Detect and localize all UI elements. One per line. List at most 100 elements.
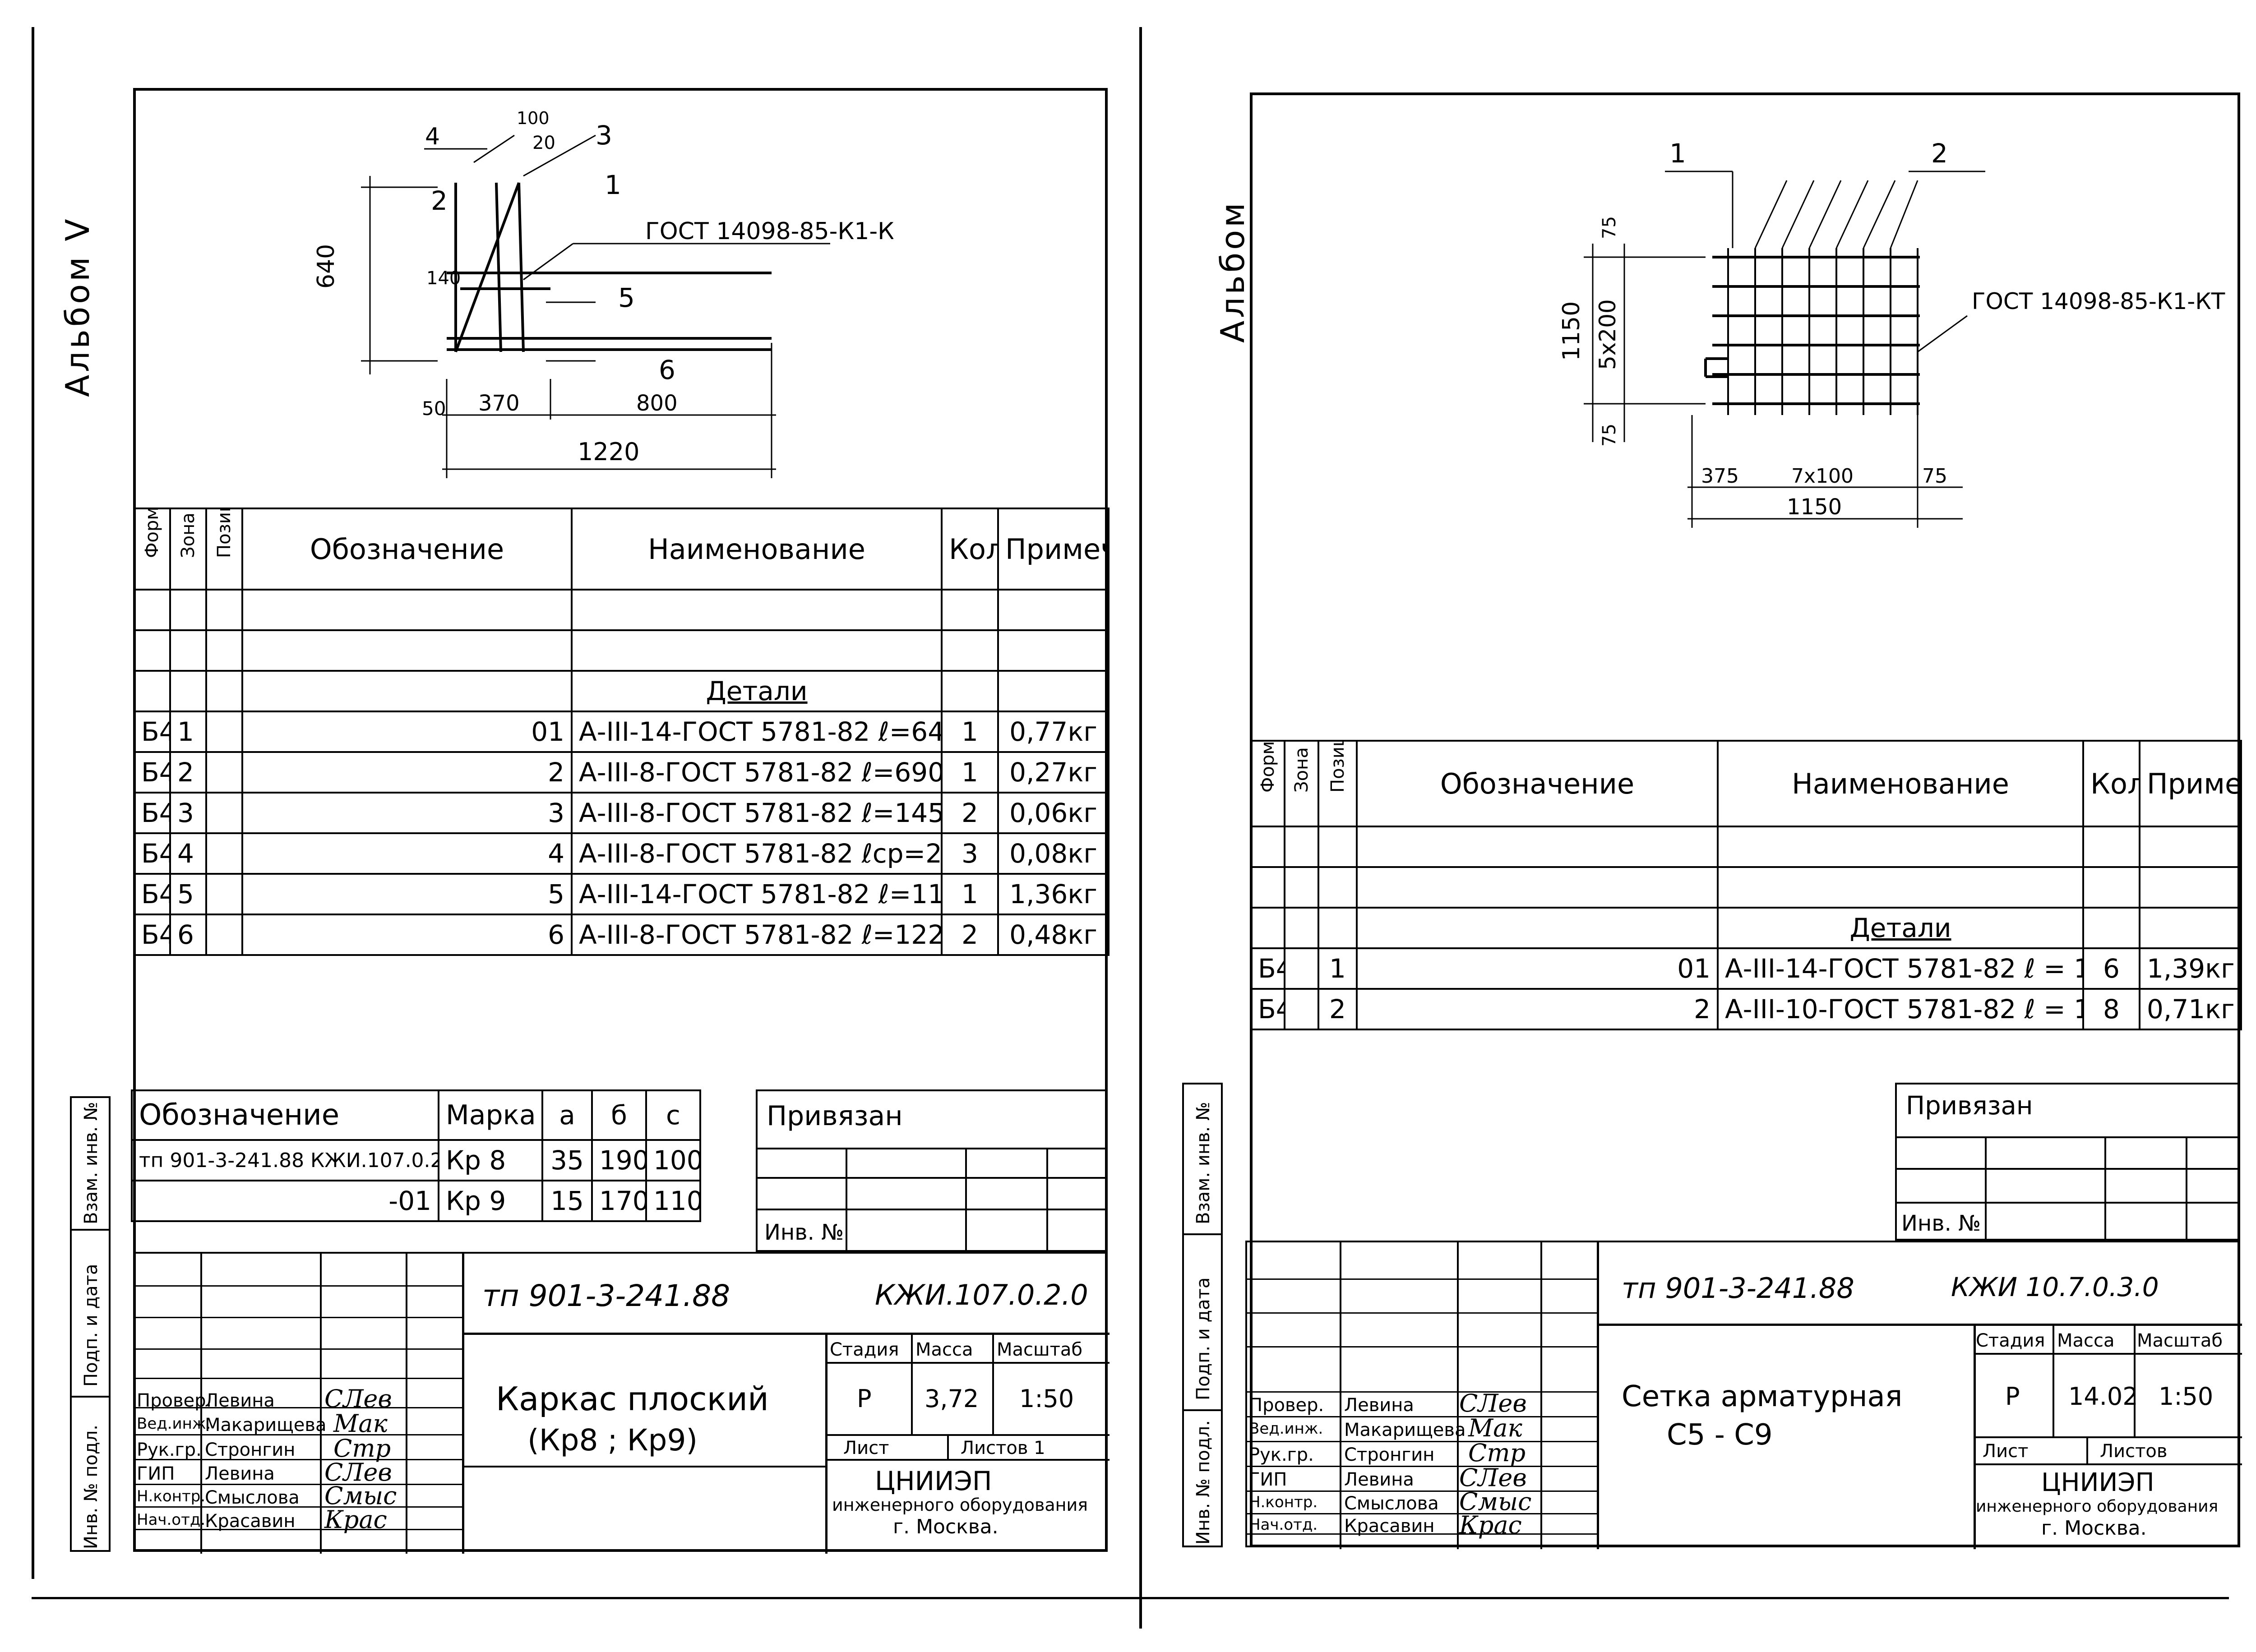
role-nkontr: Н.контр. (137, 1487, 206, 1505)
sig-prover: СЛев (324, 1384, 392, 1413)
dim-75-bottom: 75 (1599, 424, 1620, 447)
mass-label: Масса (915, 1339, 973, 1360)
table-row: Б42 2А-III-8-ГОСТ 5781-82 ℓ=690 10,27кг (133, 751, 1110, 794)
org-line-3: г. Москва. (893, 1515, 999, 1538)
right-spec-table: Формат Зона Позиц Обозначение Наименован… (1250, 740, 2242, 1030)
name-prover: Левина (1344, 1395, 1414, 1416)
stage-value: Р (857, 1384, 872, 1413)
hdr-designation: Обозначение (1356, 740, 1719, 827)
stamp-project: тп 901-3-241.88 (482, 1278, 730, 1313)
privyazan-label: Привязан (767, 1100, 903, 1132)
hdr-note: Примеч. (997, 508, 1110, 591)
table-row: тп 901-3-241.88 КЖИ.107.0.2.0 Кр 8 35 19… (131, 1139, 701, 1181)
org-line-2: инженерного оборудования (832, 1495, 1088, 1515)
side-label-vzam: Взам. инв. № (1193, 1102, 1214, 1224)
name-ved: Макарищева (1344, 1420, 1466, 1440)
spec-header-row: Формат Зона Позиц Обозначение Наименован… (1250, 740, 2242, 827)
name-nach: Красавин (1344, 1516, 1435, 1537)
sig-ruk: Стр (333, 1434, 391, 1463)
sheet-label: Лист (843, 1438, 889, 1458)
right-side-strip: Взам. инв. № Подп. и дата Инв. № подл. (1182, 1083, 1223, 1547)
section-row: Детали (133, 670, 1110, 712)
callout-20: 20 (532, 133, 555, 153)
name-ruk: Стронгин (205, 1440, 296, 1460)
section-title: Детали (1717, 907, 2084, 949)
hdr-format: Формат (142, 508, 162, 558)
left-frame-drawing: 4 100 20 3 2 1 ГОСТ 14098-85-К1-КТ 5 6 6… (313, 108, 893, 478)
hdr-note: Примеч (2139, 740, 2242, 827)
callout-2: 2 (431, 185, 448, 216)
stamp-title-1: Каркас плоский (496, 1380, 769, 1418)
sig-nkontr: Смыс (324, 1481, 397, 1510)
stamp-title-1: Сетка арматурная (1622, 1380, 1903, 1413)
scale-label: Масштаб (997, 1339, 1083, 1360)
hdr-pos: Позиц (214, 508, 235, 558)
sheets-label: Листов 1 (961, 1438, 1045, 1458)
hdr-format: Формат (1257, 741, 1278, 793)
side-label-podp: Подп. и дата (1193, 1277, 1214, 1400)
left-marks-table: Обозначение Марка а б с тп 901-3-241.88 … (131, 1089, 701, 1222)
hdr-zone: Зона (1291, 747, 1312, 793)
frame-bar-2b (518, 182, 525, 352)
left-outer-line (32, 27, 34, 1579)
dim-800: 800 (636, 391, 678, 416)
scale-value: 1:50 (2159, 1382, 2214, 1411)
left-album-label: Альбом V (59, 216, 97, 397)
name-prover: Левина (205, 1390, 275, 1411)
hdr-zone: Зона (178, 512, 199, 558)
marks-hdr-c: с (645, 1089, 701, 1141)
scale-label: Масштаб (2137, 1330, 2223, 1351)
section-row: Детали (1250, 907, 2242, 949)
table-row: Б46 6А-III-8-ГОСТ 5781-82 ℓ=1220 20,48кг (133, 914, 1110, 956)
side-label-podp: Подп. и дата (81, 1264, 102, 1387)
callout-100: 100 (517, 108, 550, 128)
side-label-inv: Инв. № подл. (1193, 1420, 1214, 1545)
name-ruk: Стронгин (1344, 1444, 1435, 1465)
side-label-inv: Инв. № подл. (81, 1425, 102, 1549)
spec-header-row: Формат Зона Позиц Обозначение Наименован… (133, 508, 1110, 591)
table-row: Б41 01А-III-14-ГОСТ 5781-82 ℓ=640 10,77к… (133, 711, 1110, 753)
marks-hdr-designation: Обозначение (131, 1089, 439, 1141)
role-ruk: Рук.гр. (137, 1440, 202, 1460)
hdr-qty: Кол. (941, 508, 999, 591)
sheets-label: Листов (2100, 1441, 2168, 1462)
name-ved: Макарищева (205, 1415, 327, 1435)
role-nach: Нач.отд. (1249, 1516, 1318, 1534)
marks-hdr-a: а (541, 1089, 593, 1141)
hdr-name: Наименование (571, 508, 943, 591)
dim-1150-h: 1150 (1787, 494, 1842, 520)
role-nkontr: Н.контр. (1249, 1493, 1318, 1511)
callout-1: 1 (605, 170, 621, 200)
sig-ved: Мак (333, 1409, 388, 1438)
role-ved: Вед.инж. (1249, 1420, 1323, 1438)
sig-gip: СЛев (324, 1458, 392, 1486)
dim-5x200: 5x200 (1595, 299, 1621, 370)
dim-50: 50 (422, 397, 446, 420)
marks-hdr-b: б (591, 1089, 647, 1141)
dim-1150-v: 1150 (1558, 301, 1585, 361)
right-title-block: Провер. Левина СЛев Вед.инж. Макарищева … (1245, 1241, 2242, 1549)
stage-label: Стадия (830, 1339, 899, 1360)
sheet-divider (1139, 27, 1142, 1629)
role-ruk: Рук.гр. (1249, 1444, 1314, 1465)
callout-4: 4 (425, 123, 440, 150)
left-title-block: Провер. Левина СЛев Вед.инж. Макарищева … (133, 1252, 1110, 1554)
right-mesh-drawing: 1 2 ГОСТ 14098-85-К1-КТ 1150 5x200 75 75… (1558, 138, 2225, 528)
role-gip: ГИП (1249, 1469, 1287, 1490)
dim-640: 640 (313, 244, 340, 289)
dim-75-right: 75 (1922, 465, 1947, 488)
stage-value: Р (2005, 1382, 2020, 1411)
callout-6: 6 (659, 355, 675, 385)
table-row: -01 Кр 9 15 170 110 (131, 1180, 701, 1222)
role-nach: Нач.отд. (137, 1511, 206, 1529)
privyazan-label: Привязан (1906, 1091, 2033, 1121)
hdr-pos: Позиц (1327, 741, 1348, 793)
name-nkontr: Смыслова (205, 1487, 300, 1508)
sig-ved: Мак (1468, 1414, 1522, 1442)
table-row: Б41 01А-III-14-ГОСТ 5781-82 ℓ = 1150 61,… (1250, 947, 2242, 990)
inv-no-label: Инв. № (764, 1220, 844, 1245)
stage-label: Стадия (1976, 1330, 2045, 1351)
stamp-project: тп 901-3-241.88 (1622, 1272, 1854, 1305)
inv-no-label: Инв. № (1901, 1211, 1981, 1236)
section-title: Детали (571, 670, 943, 712)
